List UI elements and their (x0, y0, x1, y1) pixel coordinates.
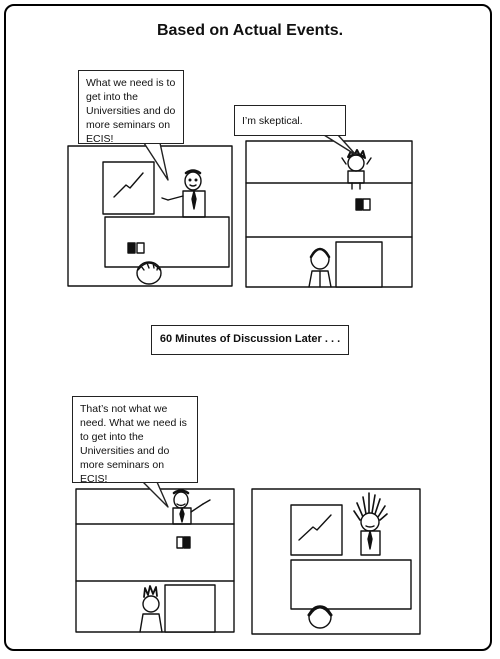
speech-bubble-panel-2: I’m skeptical. (234, 105, 346, 136)
notepad (127, 242, 145, 254)
page-frame (4, 4, 492, 651)
panel-4-border (251, 488, 421, 635)
presenter-figure (161, 169, 206, 218)
bubble-tail (142, 481, 169, 508)
speech-bubble-panel-1: What we need is to get into the Universi… (78, 70, 184, 145)
speech-bubble-panel-3: That’s not what we need. What we need is… (72, 396, 198, 485)
bubble-tail (323, 134, 357, 156)
panel-2 (245, 134, 413, 288)
skeptical-figure (341, 149, 372, 190)
panel-1 (67, 142, 233, 287)
table (290, 559, 412, 610)
listener-back (139, 585, 163, 633)
notepad (355, 198, 371, 211)
frazzled-figure (353, 492, 388, 556)
whiteboard-back (164, 584, 216, 633)
panel-3 (75, 481, 235, 633)
presenter-figure (172, 489, 211, 525)
caption-box: 60 Minutes of Discussion Later . . . (151, 325, 349, 355)
notepad (176, 536, 191, 549)
whiteboard (290, 504, 343, 556)
table (104, 216, 230, 268)
listener-head (307, 605, 333, 629)
comic-title: Based on Actual Events. (156, 22, 344, 39)
whiteboard-back (335, 241, 383, 288)
listener-head (136, 261, 162, 285)
whiteboard (102, 161, 155, 215)
panel-2-border (245, 140, 413, 288)
panel-4 (251, 488, 421, 635)
presenter-back (308, 247, 332, 288)
